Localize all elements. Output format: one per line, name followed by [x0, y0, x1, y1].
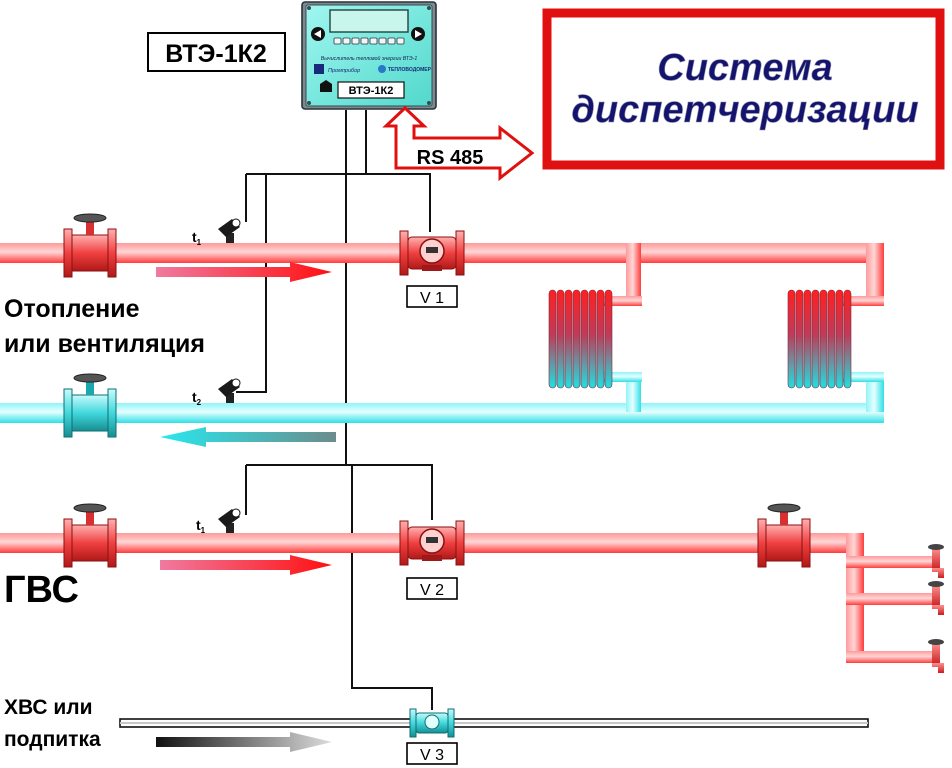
radiator-fin: [604, 289, 613, 389]
brand-logo-right: [378, 65, 386, 73]
radiator-fin: [787, 289, 796, 389]
radiator-fin: [811, 289, 820, 389]
hot-water-flow-arrow: [160, 555, 332, 575]
dispatch-title-line2: диспетчеризации: [571, 89, 918, 131]
certification-mark: [320, 80, 332, 92]
calculator-caption: Вычислитель тепловой энергии ВТЭ-1: [321, 55, 418, 62]
meter-label-v2: V 2: [420, 582, 444, 599]
sensor-label-supply: t1: [192, 229, 202, 247]
tap-2: [928, 581, 944, 615]
meter-label-v3: V 3: [420, 747, 444, 764]
sensor-label-hot-water: t1: [196, 517, 206, 535]
meter-label-v1: V 1: [420, 290, 444, 307]
radiator-fin: [835, 289, 844, 389]
radiator-2: [787, 289, 884, 389]
tap-1: [928, 544, 944, 578]
meter-label-v3-box: V 3: [406, 742, 458, 765]
flow-meter-v2: [399, 520, 465, 566]
meter-label-v1-box: V 1: [406, 285, 458, 308]
dispatch-title-line1: Система: [657, 47, 832, 89]
cold-water-label-line1: ХВС или: [4, 696, 93, 719]
brand-logo-left: [314, 64, 324, 74]
return-valve: [63, 373, 117, 438]
supply-flow-arrow: [156, 262, 332, 282]
temp-sensor-return: [218, 378, 241, 403]
heat-calculator: Вычислитель тепловой энергии ВТЭ-1 Промп…: [301, 1, 437, 110]
calculator-model-label: ВТЭ-1К2: [349, 85, 394, 97]
heating-label-line2: или вентиляция: [4, 330, 205, 358]
device-tag: ВТЭ-1К2: [147, 32, 286, 72]
cold-water-label-line2: подпитка: [4, 728, 101, 751]
hot-water-label: ГВС: [4, 569, 79, 611]
sensor-label-return: t2: [192, 389, 202, 407]
radiator-1: [548, 289, 642, 389]
brand-left-name: Промприбор: [328, 68, 360, 74]
temp-sensor-hot-water: [218, 508, 241, 533]
hot-water-outlet-valve: [757, 503, 811, 568]
tap-3: [928, 639, 944, 673]
radiator-fin: [580, 289, 589, 389]
flow-meter-v3: [409, 708, 455, 738]
radiator-fin: [803, 289, 812, 389]
flow-meter-v1: [399, 230, 465, 276]
hot-water-pipe: [0, 533, 936, 663]
radiator-fin: [843, 289, 852, 389]
radiator-fin: [564, 289, 573, 389]
brand-right-name: ТЕПЛОВОДОМЕР: [388, 67, 432, 73]
calculator-keypad[interactable]: [333, 37, 405, 45]
supply-valve: [63, 213, 117, 278]
radiator-fin: [548, 289, 557, 389]
radiator-fin: [572, 289, 581, 389]
hot-water-inlet-valve: [63, 503, 117, 568]
radiator-fin: [588, 289, 597, 389]
meter-label-v2-box: V 2: [406, 577, 458, 600]
rs485-link-arrow: RS 485: [382, 105, 535, 182]
radiator-fin: [795, 289, 804, 389]
temp-sensor-supply: [218, 218, 241, 243]
radiator-fin: [827, 289, 836, 389]
rs485-label: RS 485: [417, 147, 484, 169]
radiator-fin: [596, 289, 605, 389]
radiator-fin: [556, 289, 565, 389]
calculator-display: [329, 9, 409, 33]
calculator-model-plate: [337, 81, 405, 99]
cold-water-flow-arrow: [156, 732, 332, 752]
cold-water-pipe: [119, 718, 869, 728]
device-tag-label: ВТЭ-1К2: [165, 40, 267, 68]
heating-return-pipe: [0, 372, 884, 423]
radiator-fin: [819, 289, 828, 389]
dispatch-system-box: Система диспетчеризации: [542, 8, 945, 170]
return-flow-arrow: [160, 427, 336, 447]
heating-label-line1: Отопление: [4, 295, 140, 323]
